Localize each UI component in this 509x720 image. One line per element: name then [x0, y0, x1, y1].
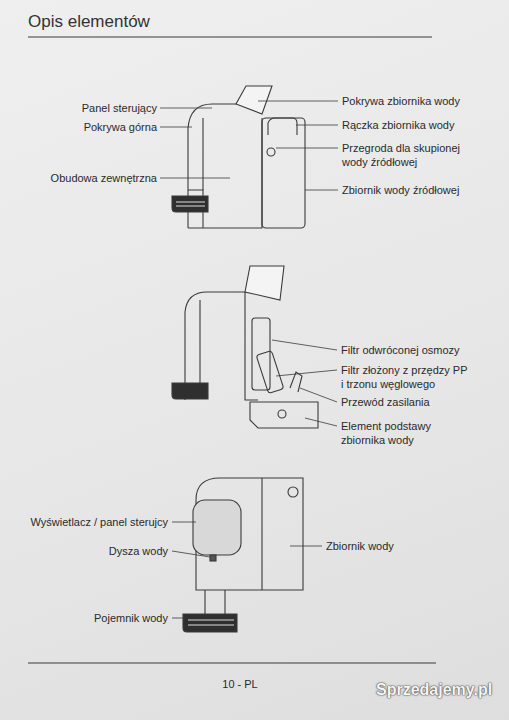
leader-line — [258, 101, 338, 102]
tray-grid — [176, 202, 205, 206]
part-label: Element podstawy zbiornika wody — [341, 419, 456, 447]
device-open — [172, 266, 318, 428]
power-cord — [290, 372, 302, 392]
drip-tray — [172, 383, 208, 399]
base-valve — [278, 410, 286, 418]
leader-line — [276, 148, 338, 149]
leader-line — [172, 551, 210, 557]
leader-line — [272, 340, 337, 350]
leader-line — [305, 418, 337, 426]
leader-line — [300, 388, 337, 402]
pp-carbon-filter — [256, 351, 284, 394]
leader-line — [160, 108, 212, 109]
front-edge — [185, 300, 200, 385]
leader-line — [290, 546, 322, 547]
device-closed — [172, 86, 305, 228]
watermark: Sprzedajemy.pl — [376, 680, 492, 700]
water-nozzle — [210, 555, 216, 561]
part-label: Panel sterujący — [37, 101, 157, 115]
lid-flap — [236, 86, 272, 114]
footer-rule — [28, 662, 436, 663]
part-label: Zbiornik wody źródłowej — [342, 183, 502, 197]
page-number: 10 - PL — [200, 677, 280, 691]
lid-flap — [245, 266, 284, 300]
part-label: Wyświetlacz / panel sterujcy — [13, 515, 168, 529]
front-edge — [202, 118, 203, 190]
device-front — [183, 478, 303, 632]
part-label: Przegroda dla skupionej wody źródłowej — [342, 141, 472, 169]
leader-line — [296, 125, 338, 126]
drip-tray — [172, 196, 208, 212]
tank-seam — [261, 478, 262, 590]
leader-line — [276, 370, 337, 376]
leader-lines-2 — [272, 340, 337, 426]
part-label: Pokrywa zbiornika wody — [342, 94, 502, 108]
leader-line — [160, 127, 192, 128]
part-label: Pojemnik wody — [48, 611, 168, 625]
page-title: Opis elementów — [28, 12, 150, 32]
part-label: Dysza wody — [48, 544, 168, 558]
tank-handle — [268, 118, 297, 135]
leader-line — [305, 190, 338, 191]
part-label: Pokrywa górna — [37, 120, 157, 134]
leader-lines-3 — [172, 522, 322, 618]
stem — [205, 590, 225, 614]
water-tray — [183, 614, 237, 632]
part-label: Filtr odwróconej osmozy — [341, 343, 501, 357]
leader-line — [172, 618, 190, 619]
part-label: Filtr złożony z przędzy PP i trzonu węgl… — [341, 363, 469, 391]
tank-knob — [267, 148, 275, 156]
leader-lines-1 — [160, 101, 338, 190]
display-panel — [193, 500, 241, 555]
tray-grid — [188, 620, 234, 625]
part-label: Rączka zbiornika wody — [342, 118, 502, 132]
part-label: Przewód zasilania — [341, 395, 501, 409]
title-rule — [28, 36, 432, 37]
part-label: Obudowa zewnętrzna — [22, 171, 157, 185]
tank-knob — [288, 487, 298, 497]
source-tank — [262, 118, 305, 228]
leader-line — [172, 522, 196, 523]
tank-base — [250, 402, 318, 428]
part-label: Zbiornik wody — [326, 539, 476, 553]
leader-line — [160, 178, 230, 179]
